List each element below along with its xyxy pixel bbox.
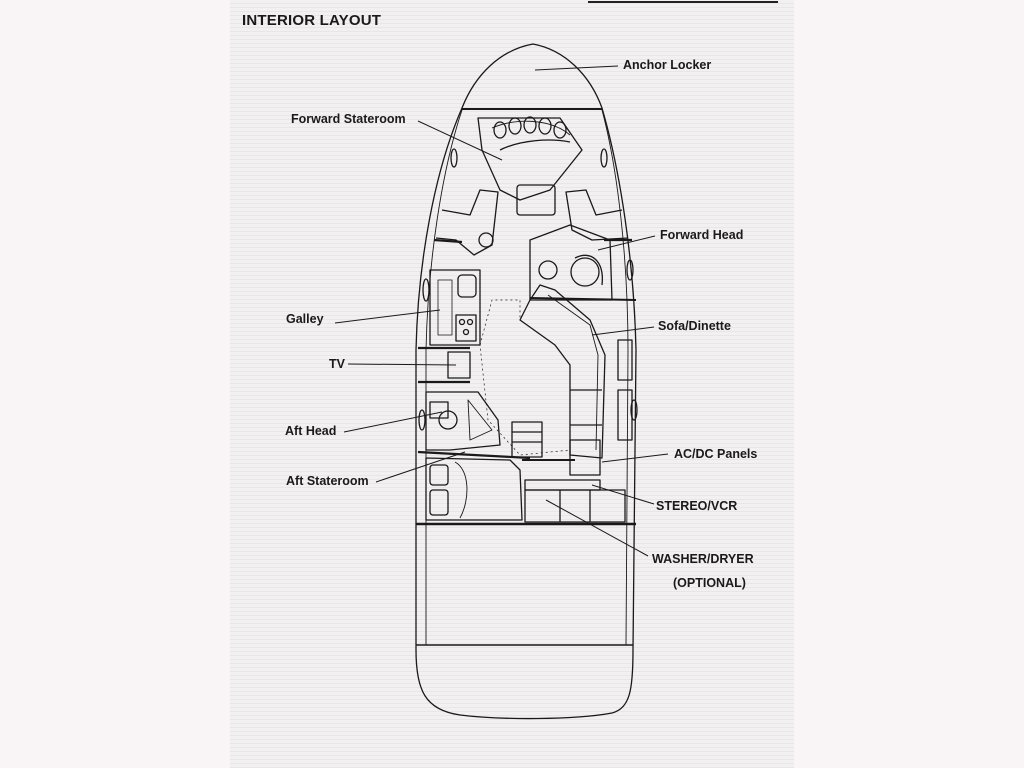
companionway-steps xyxy=(511,421,543,458)
aft-stateroom xyxy=(425,457,523,521)
leader-aft-head xyxy=(343,411,443,433)
label-ac-dc-panels: AC/DC Panels xyxy=(674,447,758,461)
hull-outline xyxy=(415,43,637,720)
label-aft-head: Aft Head xyxy=(285,424,337,438)
top-rule xyxy=(588,1,778,3)
label-tv: TV xyxy=(329,357,345,371)
leader-washer-dryer xyxy=(545,499,649,557)
label-forward-head: Forward Head xyxy=(660,228,744,242)
page-title: INTERIOR LAYOUT xyxy=(242,12,382,29)
washer-dryer xyxy=(524,489,626,523)
leader-forward-stateroom xyxy=(417,120,503,161)
galley-counter xyxy=(429,269,481,346)
leader-galley xyxy=(334,309,441,324)
stereo-vcr-cabinet xyxy=(524,479,601,491)
floor-plan-page: INTERIOR LAYOUT xyxy=(230,0,794,768)
boat-interior-drawing xyxy=(334,43,669,720)
label-sofa-dinette: Sofa/Dinette xyxy=(658,319,731,333)
label-stereo-vcr: STEREO/VCR xyxy=(656,499,738,513)
label-galley: Galley xyxy=(286,312,324,326)
label-washer-dryer: WASHER/DRYER xyxy=(652,552,754,566)
label-anchor-locker: Anchor Locker xyxy=(623,58,712,72)
leader-ac-dc-panels xyxy=(601,453,669,463)
label-forward-stateroom: Forward Stateroom xyxy=(291,112,406,126)
leader-forward-head xyxy=(597,235,656,251)
aft-head xyxy=(425,391,501,451)
ac-dc-panels xyxy=(569,439,601,476)
label-aft-stateroom: Aft Stateroom xyxy=(286,474,369,488)
label-optional: (OPTIONAL) xyxy=(673,576,746,590)
forward-head xyxy=(529,224,613,301)
leader-stereo-vcr xyxy=(591,484,655,505)
leader-sofa-dinette xyxy=(591,326,655,336)
leader-tv xyxy=(347,363,457,366)
leader-anchor-locker xyxy=(534,65,619,71)
leader-aft-stateroom xyxy=(375,451,466,483)
